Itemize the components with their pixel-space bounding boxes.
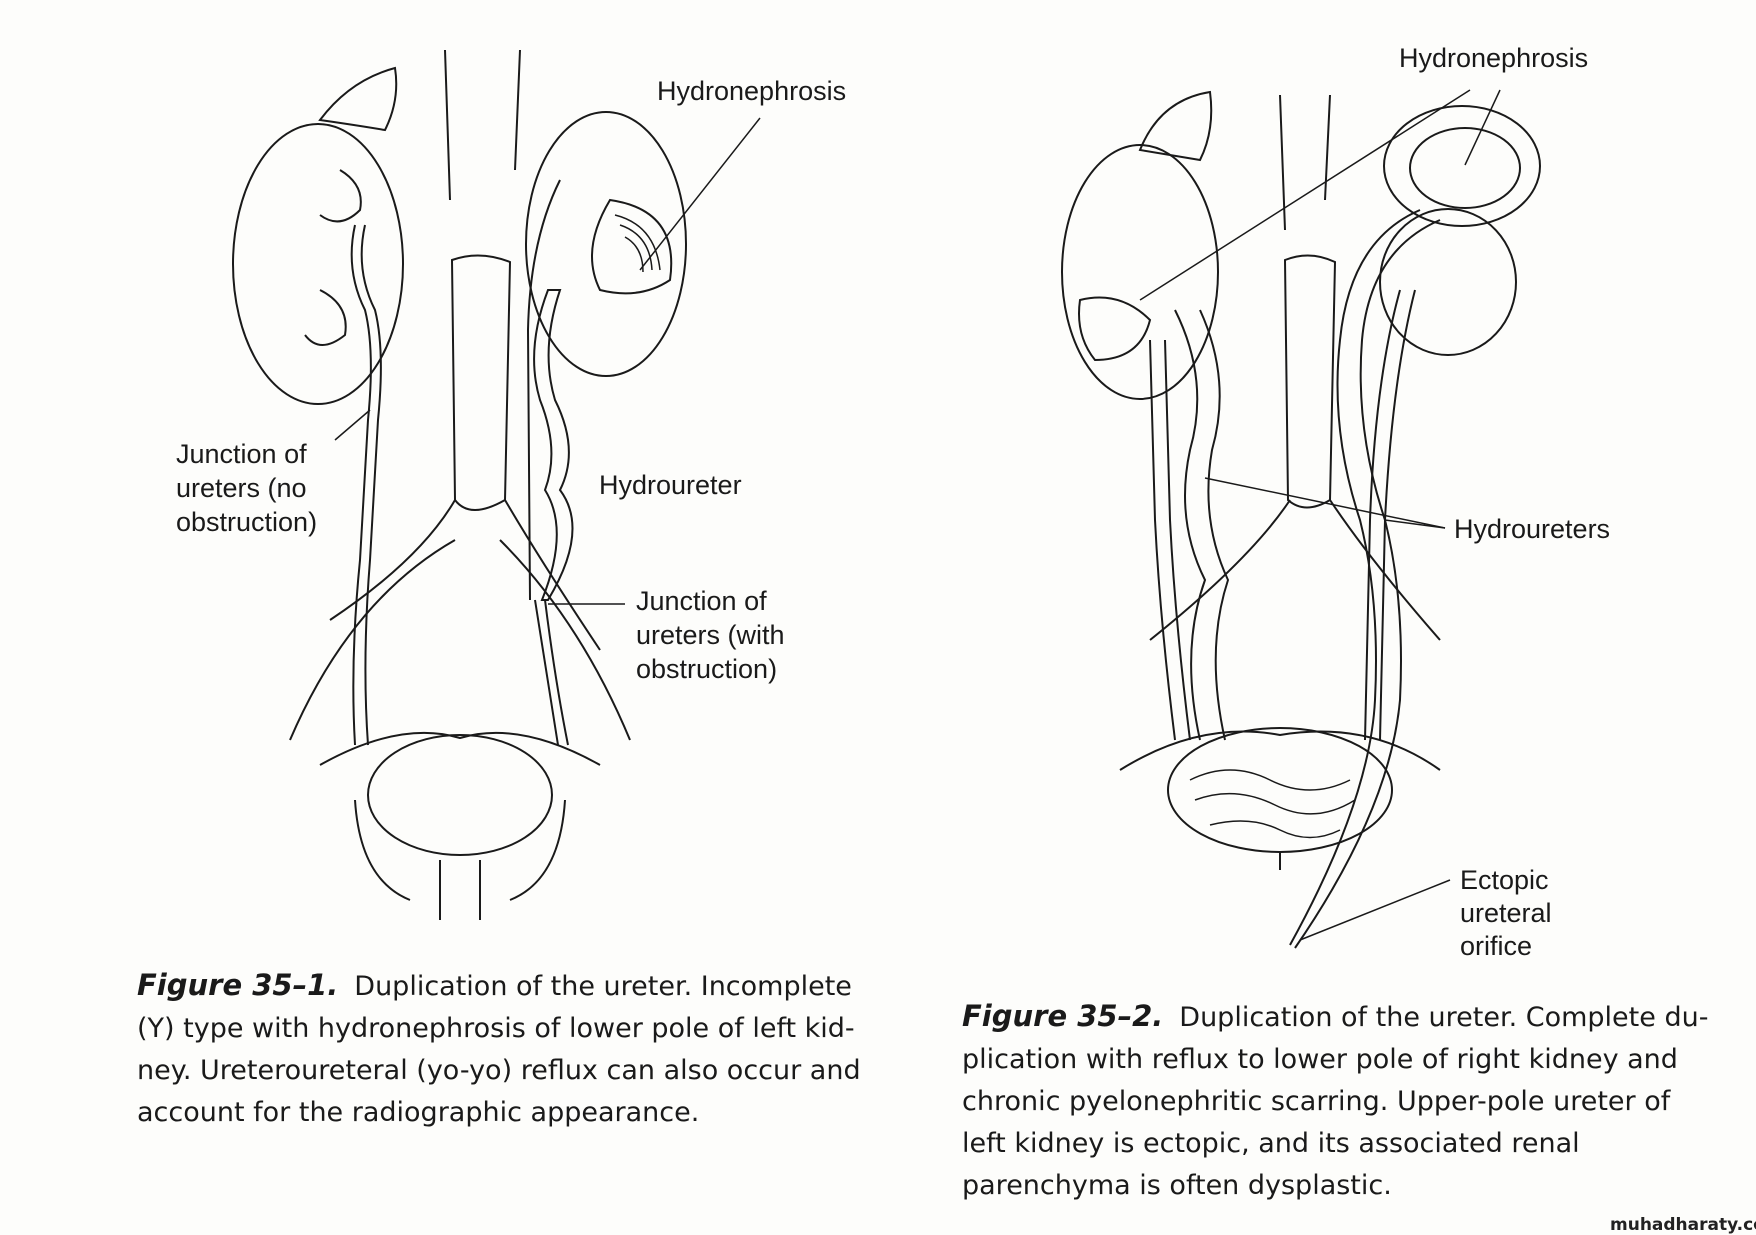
caption-1-line-1: Duplication of the ureter. Incomplete <box>354 971 852 1002</box>
caption-2-line-5: parenchyma is often dysplastic. <box>962 1170 1392 1201</box>
label-ectopic-line3: orifice <box>1460 931 1532 961</box>
label-ectopic-line2: ureteral <box>1460 898 1552 928</box>
label-junction-with-obstruction-line2: ureters (with <box>636 620 785 650</box>
right-ureter <box>350 224 372 746</box>
hydroureter-right <box>1174 309 1207 741</box>
label-hydronephrosis-fig2: Hydronephrosis <box>1399 43 1588 73</box>
label-junction-no-obstruction-line3: obstruction) <box>176 507 317 537</box>
caption-2-line-3: chronic pyelonephritic scarring. Upper-p… <box>962 1086 1672 1117</box>
left-upper-pole-hydronephrotic <box>1383 105 1541 227</box>
label-junction-no-obstruction-line1: Junction of <box>176 439 307 469</box>
right-kidney-fig2 <box>1061 144 1219 400</box>
caption-1-number: Figure 35–1. <box>137 968 338 1002</box>
hydronephrotic-pole <box>591 198 673 295</box>
label-hydroureter: Hydroureter <box>599 470 742 500</box>
caption-1-line-2: (Y) type with hydronephrosis of lower po… <box>137 1013 855 1044</box>
left-lower-pole <box>1379 208 1517 356</box>
caption-figure-1: Figure 35–1. Duplication of the ureter. … <box>137 968 861 1128</box>
left-kidney <box>525 111 687 377</box>
bladder <box>367 734 553 856</box>
label-junction-with-obstruction-line3: obstruction) <box>636 654 777 684</box>
figure-1-illustration <box>232 49 761 920</box>
caption-2-number: Figure 35–2. <box>962 999 1163 1033</box>
caption-1-line-3: ney. Ureteroureteral (yo-yo) reflux can … <box>137 1055 861 1086</box>
caption-2-line-2: plication with reflux to lower pole of r… <box>962 1044 1678 1075</box>
ectopic-ureter <box>1289 209 1421 946</box>
caption-1-line-4: account for the radiographic appearance. <box>137 1097 699 1128</box>
right-kidney <box>232 123 404 405</box>
hydroureter <box>533 289 574 601</box>
caption-2-line-1: Duplication of the ureter. Complete du- <box>1179 1002 1708 1033</box>
caption-figure-2: Figure 35–2. Duplication of the ureter. … <box>962 999 1708 1201</box>
label-ectopic-line1: Ectopic <box>1460 865 1549 895</box>
label-hydroureters: Hydroureters <box>1454 514 1610 544</box>
label-junction-no-obstruction-line2: ureters (no <box>176 473 307 503</box>
watermark: muhadharaty.com <box>1610 1215 1756 1235</box>
figure-2-illustration <box>1061 89 1541 949</box>
label-hydronephrosis-fig1: Hydronephrosis <box>657 76 846 106</box>
svg-text:Figure 35–1. Duplication: Figure 35–1. Duplication of the ureter. … <box>137 968 852 1002</box>
label-junction-with-obstruction-line1: Junction of <box>636 586 767 616</box>
caption-2-line-4: left kidney is ectopic, and its associat… <box>962 1128 1580 1159</box>
svg-text:Figure 35–2. Duplication: Figure 35–2. Duplication of the ureter. … <box>962 999 1708 1033</box>
left-upper-ureter <box>526 179 561 601</box>
